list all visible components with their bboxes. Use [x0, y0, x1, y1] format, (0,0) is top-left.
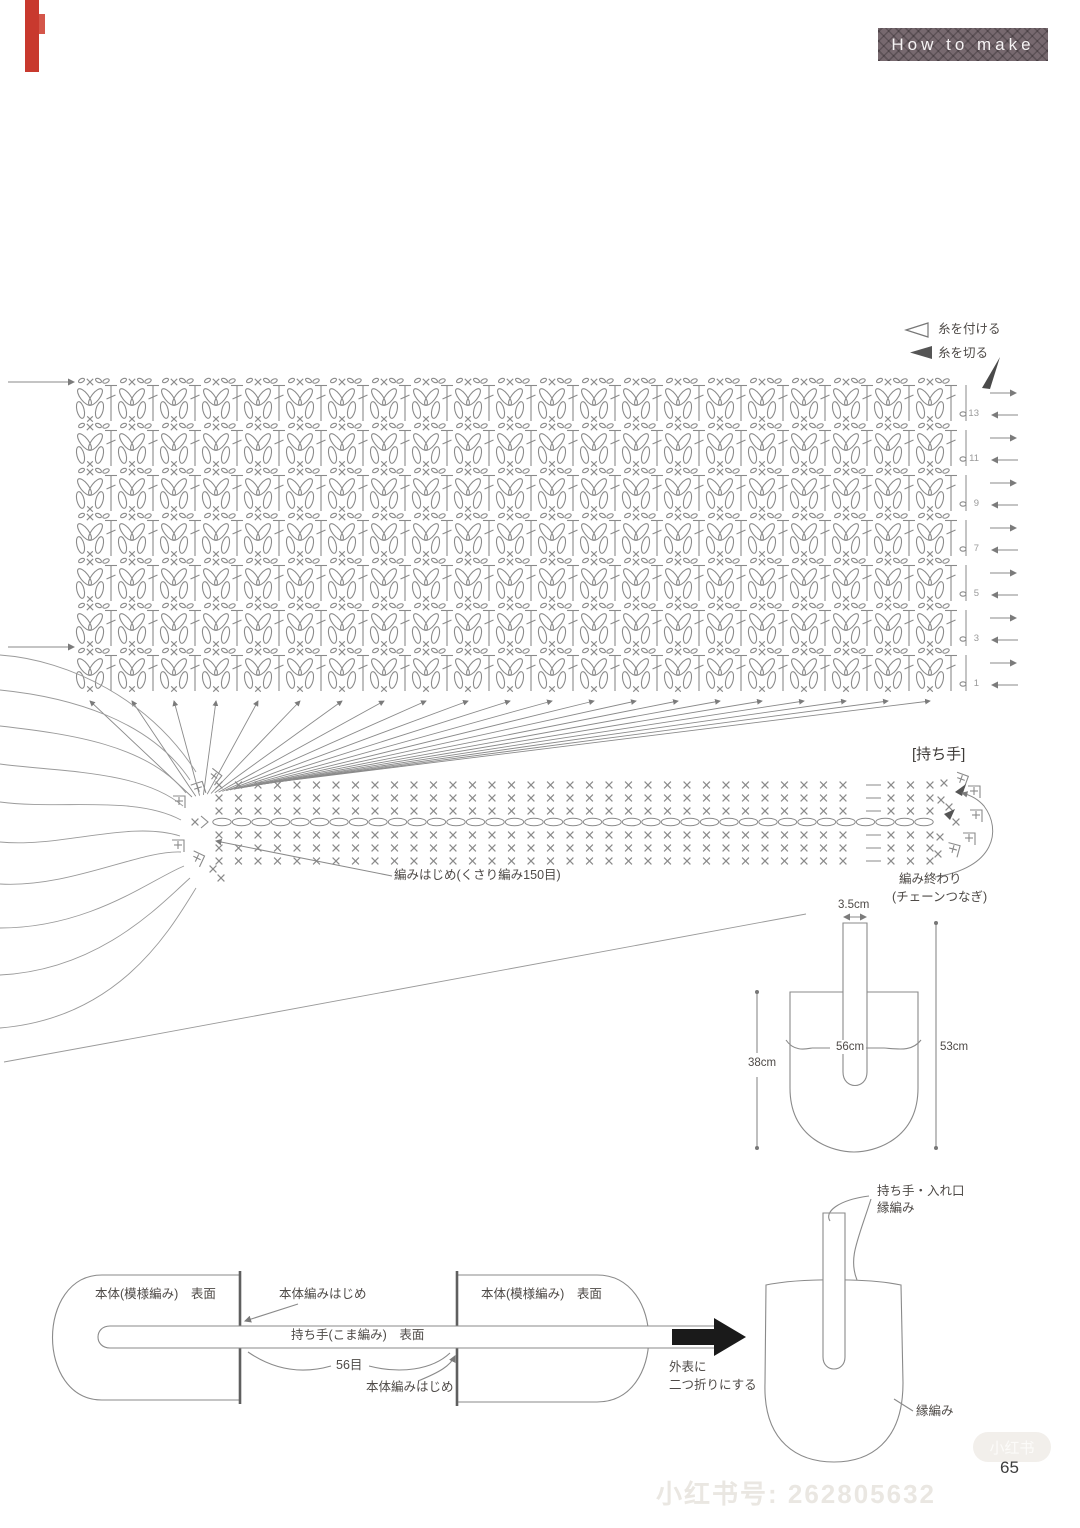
- legend-cut-yarn: 糸を切る: [938, 346, 989, 360]
- chart-left-arrows: [8, 378, 76, 651]
- row-number: 7: [973, 543, 979, 554]
- left-piece-label: 本体(模様編み) 表面: [95, 1287, 216, 1301]
- row-number: 13: [968, 408, 979, 419]
- handle-strip-right-cluster: [933, 771, 983, 859]
- handle-opening-label-2: 縁編み: [877, 1201, 915, 1215]
- stitch-count-label: 56目: [334, 1358, 365, 1374]
- handle-end-note-1: 編み終わり: [899, 872, 962, 886]
- handle-start-note: 編みはじめ(くさり編み150目): [394, 868, 561, 882]
- size-diagram: [755, 913, 938, 1153]
- watermark-id: 小红书号: 262805632: [656, 1479, 937, 1509]
- row-number: 5: [973, 588, 979, 599]
- body-start-bottom-label: 本体編みはじめ: [366, 1380, 454, 1394]
- cut-yarn-icon: [910, 346, 932, 359]
- watermark-pill: 小红书: [973, 1432, 1051, 1462]
- row-number: 11: [969, 453, 979, 464]
- how-to-make-badge: How to make: [878, 28, 1048, 61]
- row-number: 9: [973, 498, 979, 509]
- attach-yarn-icon: [904, 322, 929, 338]
- red-scan-mark-small: [39, 14, 45, 34]
- assembly-diagram: [52, 1271, 746, 1406]
- row-number: 3: [973, 633, 979, 644]
- body-start-top-label: 本体編みはじめ: [279, 1287, 367, 1301]
- finished-diagram: [764, 1195, 914, 1463]
- edging-label: 縁編み: [916, 1404, 954, 1418]
- handle-section-title: [持ち手]: [912, 746, 966, 763]
- legend-attach-yarn: 糸を付ける: [938, 322, 1001, 336]
- cut-yarn-mark: [982, 357, 1000, 389]
- measure-body-height: 38cm: [746, 1056, 779, 1071]
- red-scan-mark: [25, 0, 39, 72]
- measure-handle-width: 3.5cm: [838, 899, 870, 911]
- legend-icons: [904, 322, 932, 359]
- row-number: 1: [973, 678, 979, 689]
- watermark-pill-label: 小红书: [989, 1439, 1035, 1457]
- how-to-make-label: How to make: [891, 34, 1035, 54]
- stitch-chart: [74, 376, 967, 693]
- measure-body-width: 56cm: [834, 1040, 867, 1055]
- page-number: 65: [1000, 1458, 1019, 1477]
- fold-arrow: [672, 1318, 746, 1356]
- handle-strip-leaders: [215, 791, 994, 878]
- pickup-arrows: [89, 698, 931, 798]
- fold-note-2: 二つ折りにする: [669, 1378, 757, 1392]
- handle-strip-left-cluster: [171, 767, 225, 883]
- right-piece-label: 本体(模様編み) 表面: [481, 1287, 602, 1301]
- handle-end-note-2: (チェーンつなぎ): [892, 890, 988, 904]
- measure-total-height: 53cm: [940, 1041, 969, 1053]
- handle-piece-label: 持ち手(こま編み) 表面: [291, 1328, 425, 1342]
- handle-strip-chart: [212, 780, 935, 866]
- fold-note-1: 外表に: [669, 1360, 707, 1374]
- handle-opening-label-1: 持ち手・入れ口: [877, 1184, 965, 1198]
- chart-row-markers: [959, 389, 1018, 689]
